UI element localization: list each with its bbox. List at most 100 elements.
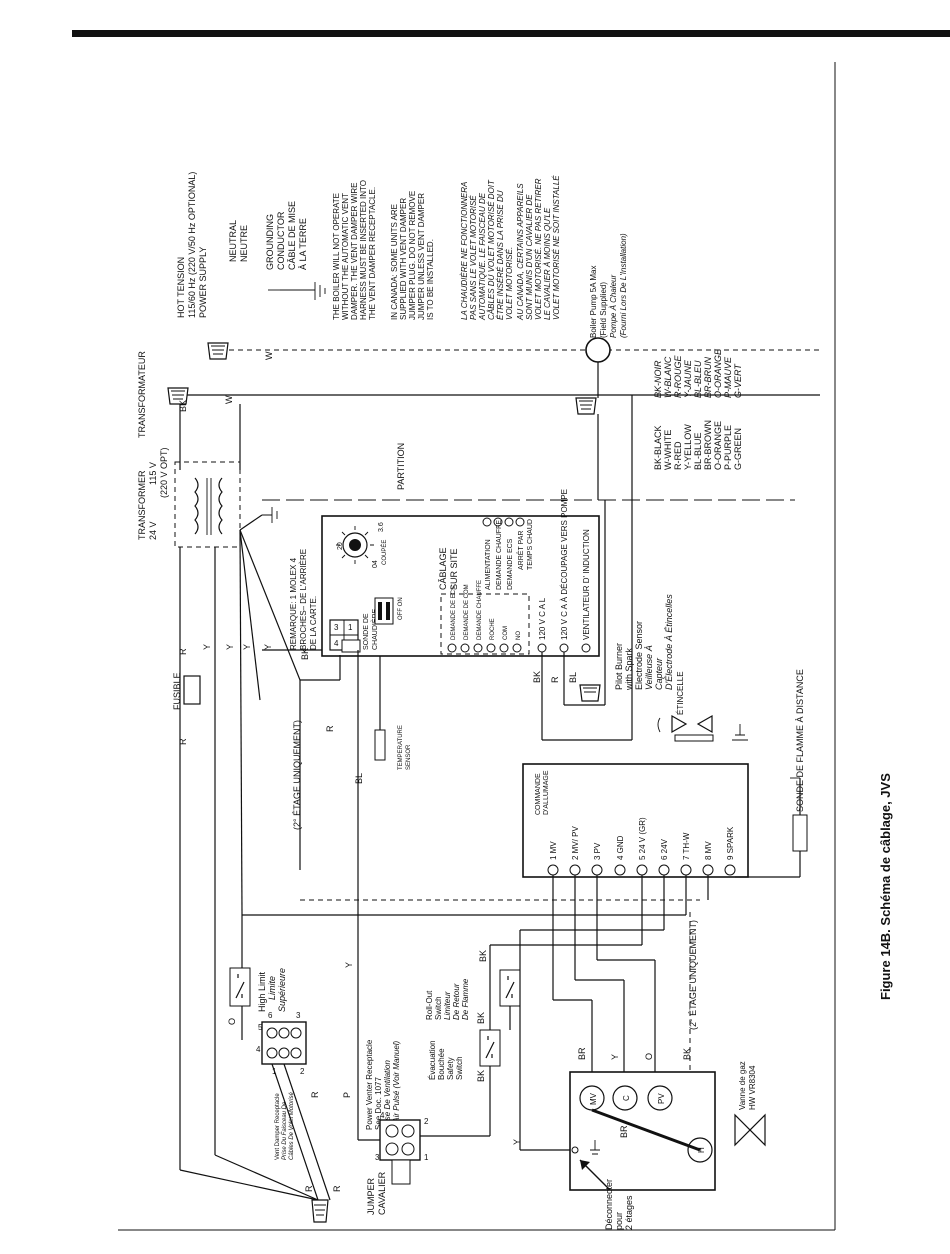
svg-text:9 SPARK: 9 SPARK	[726, 826, 735, 860]
svg-text:DEMANDE DE ECS: DEMANDE DE ECS	[451, 586, 457, 640]
svg-text:BL: BL	[568, 672, 578, 683]
svg-text:ÊTRE INSÉRÉ DANS LA PRISE DU: ÊTRE INSÉRÉ DANS LA PRISE DU	[496, 190, 505, 320]
svg-text:Bouchée: Bouchée	[437, 1048, 446, 1080]
svg-text:4: 4	[380, 1111, 385, 1120]
svg-text:2: 2	[424, 1117, 429, 1126]
svg-text:VOLET MOTORISÉ.: VOLET MOTORISÉ.	[505, 247, 514, 320]
svg-text:R: R	[550, 676, 560, 683]
svg-text:3: 3	[296, 1011, 301, 1020]
svg-text:THE VENT DAMPER RECEPTACLE.: THE VENT DAMPER RECEPTACLE.	[368, 187, 377, 320]
svg-text:TEMPS CHAUD: TEMPS CHAUD	[527, 519, 534, 570]
svg-text:SUR SITE: SUR SITE	[449, 548, 459, 590]
svg-text:Boiler Pump 5A Max: Boiler Pump 5A Max	[589, 266, 598, 338]
svg-text:120 V C A L: 120 V C A L	[538, 597, 547, 640]
svg-text:Y-JAUNE: Y-JAUNE	[683, 359, 693, 398]
svg-text:BR-BROWN: BR-BROWN	[703, 420, 713, 470]
svg-text:2 MV/ PV: 2 MV/ PV	[571, 826, 580, 860]
wire-nut-pump	[575, 397, 597, 415]
wire-label-w-2: W	[224, 395, 234, 404]
svg-text:pour: pour	[614, 1212, 624, 1230]
svg-text:1: 1	[424, 1153, 429, 1162]
grounding-label-2: CONDUCTOR	[276, 211, 286, 270]
svg-text:Vanne de gaz: Vanne de gaz	[738, 1061, 747, 1110]
svg-text:ALIMENTATION: ALIMENTATION	[485, 539, 492, 590]
temperature-dial: 20 04 3.6 COUPÉE	[336, 522, 388, 568]
svg-text:BK: BK	[478, 950, 488, 962]
svg-text:LA CHAUDIÈRE NE FONCTIONNERA: LA CHAUDIÈRE NE FONCTIONNERA	[460, 182, 469, 320]
neutre-label: NEUTRE	[239, 225, 249, 262]
svg-text:O-ORANGE: O-ORANGE	[713, 421, 723, 470]
svg-text:Power Venter Receptacle: Power Venter Receptacle	[365, 1039, 374, 1130]
svg-text:24 V: 24 V	[148, 521, 158, 540]
svg-text:Câbles De Volet Motorisé: Câbles De Volet Motorisé	[289, 1092, 295, 1160]
svg-text:3: 3	[334, 623, 339, 632]
svg-text:HARNESS MUST BE INSERTED INTO: HARNESS MUST BE INSERTED INTO	[359, 180, 368, 320]
svg-text:04: 04	[372, 560, 379, 568]
hot-spec-label: 115/60 Hz (220 V/50 Hz OPTIONAL)	[187, 172, 197, 318]
svg-text:PAS SANS LE VOLET MOTORISÉ: PAS SANS LE VOLET MOTORISÉ	[469, 195, 478, 320]
svg-text:(Field Supplied): (Field Supplied)	[599, 282, 608, 338]
svg-text:Limite: Limite	[267, 976, 277, 1000]
partition-label: PARTITION	[396, 443, 406, 490]
svg-text:SONT MUNIS D'UN CAVALIER DE: SONT MUNIS D'UN CAVALIER DE	[525, 194, 534, 320]
svg-text:O: O	[227, 1018, 237, 1025]
svg-text:P-PURPLE: P-PURPLE	[723, 425, 733, 470]
svg-text:BK: BK	[532, 671, 542, 683]
svg-text:ROCHE: ROCHE	[490, 618, 496, 640]
svg-text:WITHOUT THE AUTOMATIC VENT: WITHOUT THE AUTOMATIC VENT	[341, 193, 350, 320]
svg-text:Capteur: Capteur	[654, 657, 664, 690]
boiler-pump	[585, 337, 611, 363]
ignition-control: COMMANDE D'ALLUMAGE 1 MV 2 MV/ PV 3 PV 4…	[522, 763, 749, 878]
grounding-label-3: CÂBLE DE MISE	[287, 201, 297, 270]
svg-text:C: C	[622, 1095, 631, 1101]
svg-text:VOLET MOTORISÉ. NE PAS RETIRER: VOLET MOTORISÉ. NE PAS RETIRER	[534, 178, 543, 320]
svg-text:Electrode Sensor: Electrode Sensor	[634, 621, 644, 690]
svg-text:Pilot Burner: Pilot Burner	[614, 643, 624, 690]
svg-text:Évacuation: Évacuation	[428, 1040, 437, 1080]
svg-text:SONDE DE: SONDE DE	[363, 613, 370, 650]
svg-text:SENSOR: SENSOR	[406, 744, 412, 770]
svg-text:Y-YELLOW: Y-YELLOW	[683, 424, 693, 470]
gas-valve-symbol	[734, 1113, 766, 1147]
svg-text:R: R	[178, 648, 188, 655]
svg-text:Y: Y	[225, 644, 235, 650]
svg-text:Vent Damper Receptacle: Vent Damper Receptacle	[275, 1093, 281, 1160]
svg-text:À Air Pulsé (Voir Manuel): À Air Pulsé (Voir Manuel)	[392, 1040, 401, 1131]
svg-text:HW VR8304: HW VR8304	[748, 1065, 757, 1110]
grounding-label-4: À LA TERRE	[298, 218, 308, 270]
svg-text:Prise De Ventilation: Prise De Ventilation	[383, 1059, 392, 1130]
wire-nut-hot	[167, 387, 189, 405]
svg-text:JUMPER PLUG. DO NOT REMOVE: JUMPER PLUG. DO NOT REMOVE	[408, 191, 417, 320]
flame-sensor-resistor	[792, 814, 808, 852]
svg-text:3 PV: 3 PV	[593, 842, 602, 860]
wire-nut-bottom	[311, 1199, 329, 1223]
svg-text:115 V: 115 V	[148, 462, 158, 485]
svg-text:COMMANDE: COMMANDE	[535, 773, 542, 815]
svg-text:BL-BLEU: BL-BLEU	[693, 360, 703, 398]
svg-text:DEMANDE ECS: DEMANDE ECS	[507, 538, 514, 590]
svg-text:TEMPERATURE: TEMPERATURE	[398, 725, 404, 770]
svg-text:4: 4	[334, 639, 339, 648]
svg-text:BK: BK	[476, 1070, 486, 1082]
svg-text:ÉTINCELLE: ÉTINCELLE	[676, 671, 685, 715]
svg-text:R: R	[325, 725, 335, 732]
svg-text:8 MV: 8 MV	[704, 841, 713, 860]
svg-text:COUPÉE: COUPÉE	[381, 540, 388, 565]
svg-text:MV: MV	[589, 1092, 598, 1105]
ignition-terminals: 1 MV 2 MV/ PV 3 PV 4 GND 5 24 V (GR) 6 2…	[547, 817, 736, 876]
svg-text:Y: Y	[202, 644, 212, 650]
svg-text:Prise Du Faisceau De: Prise Du Faisceau De	[282, 1101, 288, 1160]
power-supply-label: POWER SUPPLY	[198, 247, 208, 318]
svg-text:VENTILATEUR D' INDUCTION: VENTILATEUR D' INDUCTION	[582, 529, 591, 640]
color-legend-fr: BK-NOIR W-BLANC R-ROUGE Y-JAUNE BL-BLEU …	[653, 348, 743, 398]
svg-text:20: 20	[337, 542, 344, 550]
svg-text:VOLET MOTORISÉ NE SOIT INSTALL: VOLET MOTORISÉ NE SOIT INSTALLÉ	[552, 175, 561, 320]
high-limit-switch: High Limit Limite Supérieure	[229, 967, 287, 1012]
color-legend-en: BK-BLACK W-WHITE R-RED Y-YELLOW BL-BLUE …	[653, 420, 743, 470]
notes-french: LA CHAUDIÈRE NE FONCTIONNERA PAS SANS LE…	[460, 175, 561, 321]
header-bar	[72, 30, 950, 37]
svg-text:BR-BRUN: BR-BRUN	[703, 356, 713, 398]
svg-text:Y: Y	[242, 644, 252, 650]
svg-text:SUPPLIED WITH VENT DAMPER: SUPPLIED WITH VENT DAMPER	[399, 198, 408, 320]
svg-text:Safety: Safety	[446, 1057, 455, 1080]
